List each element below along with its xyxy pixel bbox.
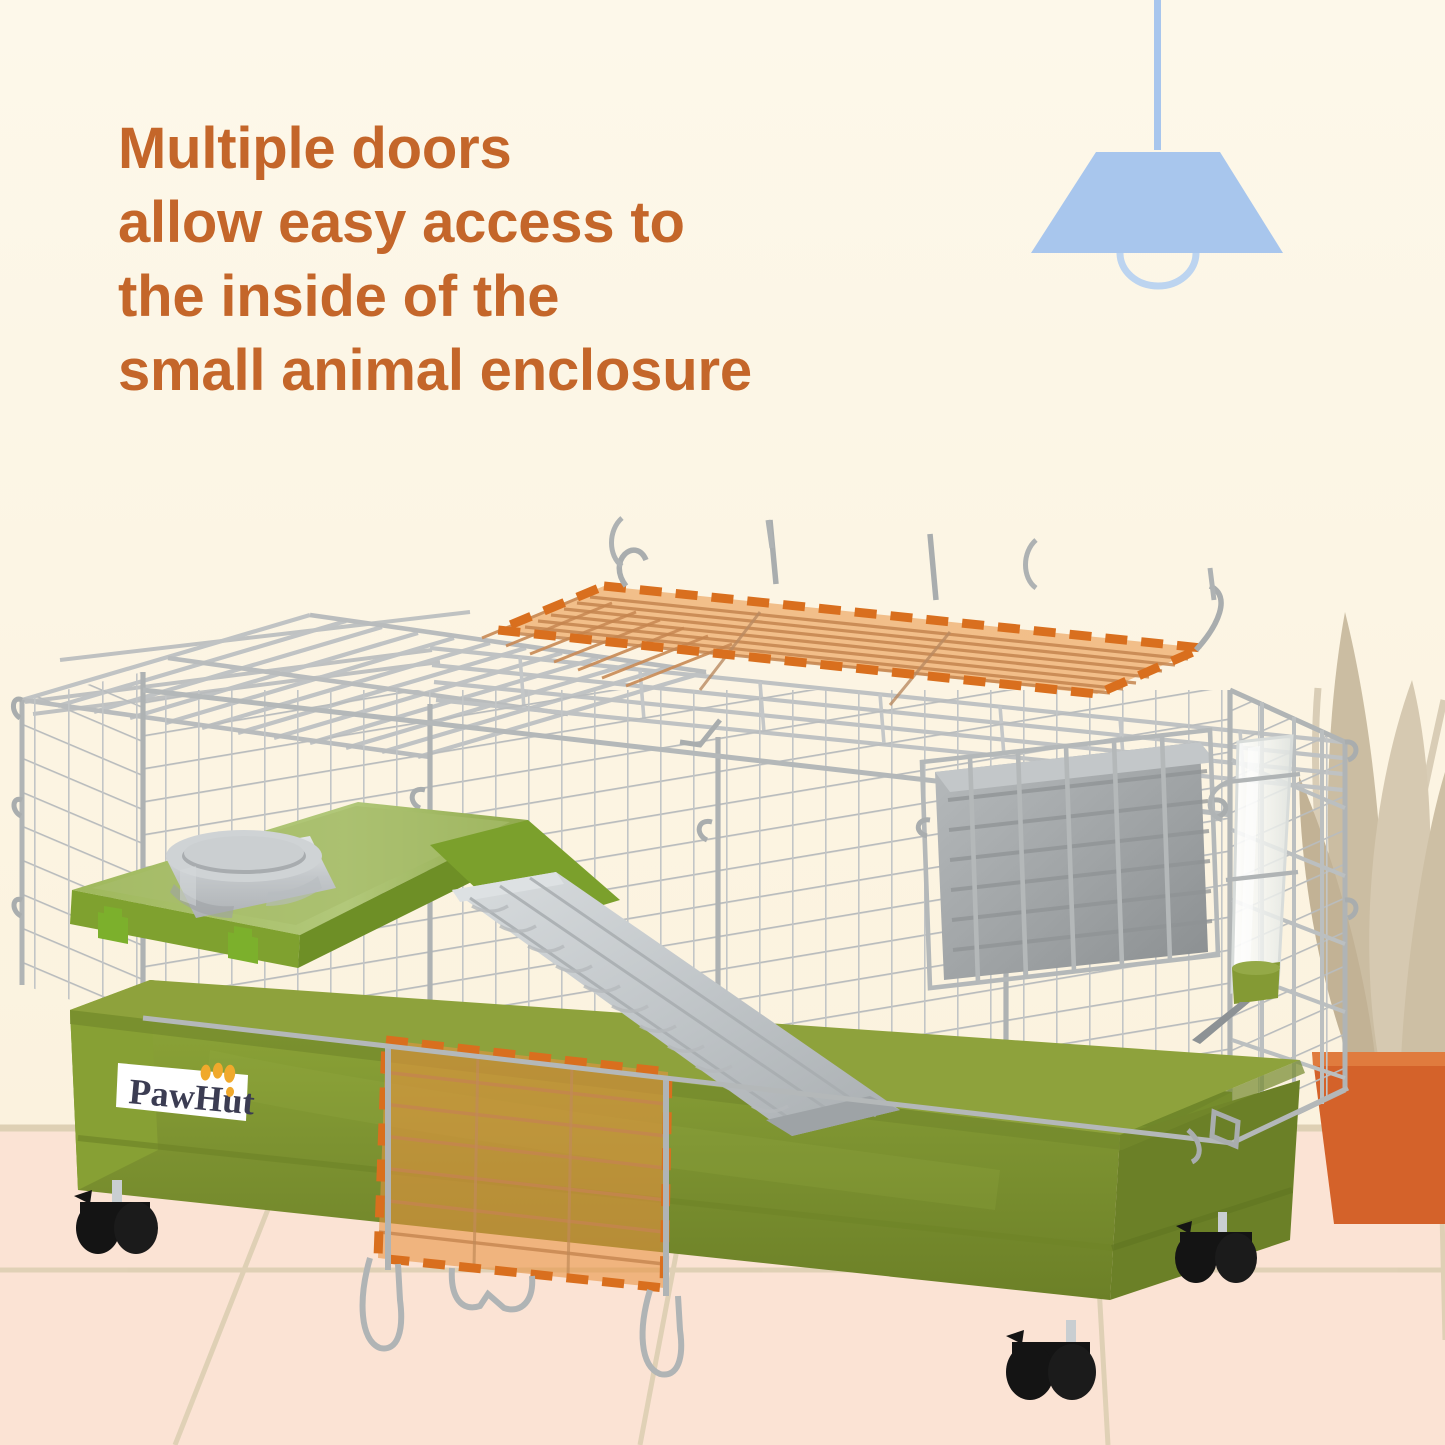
food-bowl — [166, 830, 336, 918]
top-door-highlight[interactable] — [481, 519, 1224, 706]
hay-rack — [915, 727, 1229, 991]
ramp — [452, 872, 900, 1136]
front-door-highlight[interactable] — [359, 1035, 685, 1378]
right-panel-hooks — [1344, 739, 1359, 921]
hay-rack-hooks — [915, 797, 1229, 839]
headline-text: Multiple doors allow easy access to the … — [118, 116, 752, 403]
front-door-legs — [359, 1046, 685, 1378]
bottle-holder-wires — [1207, 771, 1301, 883]
paw-icon — [200, 1062, 236, 1097]
cage-front-lower-wires — [142, 1015, 1350, 1146]
caster-back-right[interactable] — [1175, 1212, 1257, 1283]
water-bottle — [1192, 734, 1301, 1044]
tray-retaining-clips — [1186, 1108, 1241, 1165]
shelf-clips — [98, 906, 258, 964]
casters — [74, 1180, 1257, 1400]
caster-front-left[interactable] — [74, 1180, 158, 1254]
caster-front-right[interactable] — [1006, 1320, 1096, 1400]
left-panel-hooks — [11, 696, 24, 919]
pendant-lamp — [1031, 0, 1283, 290]
lid-support-wires — [609, 516, 1217, 601]
